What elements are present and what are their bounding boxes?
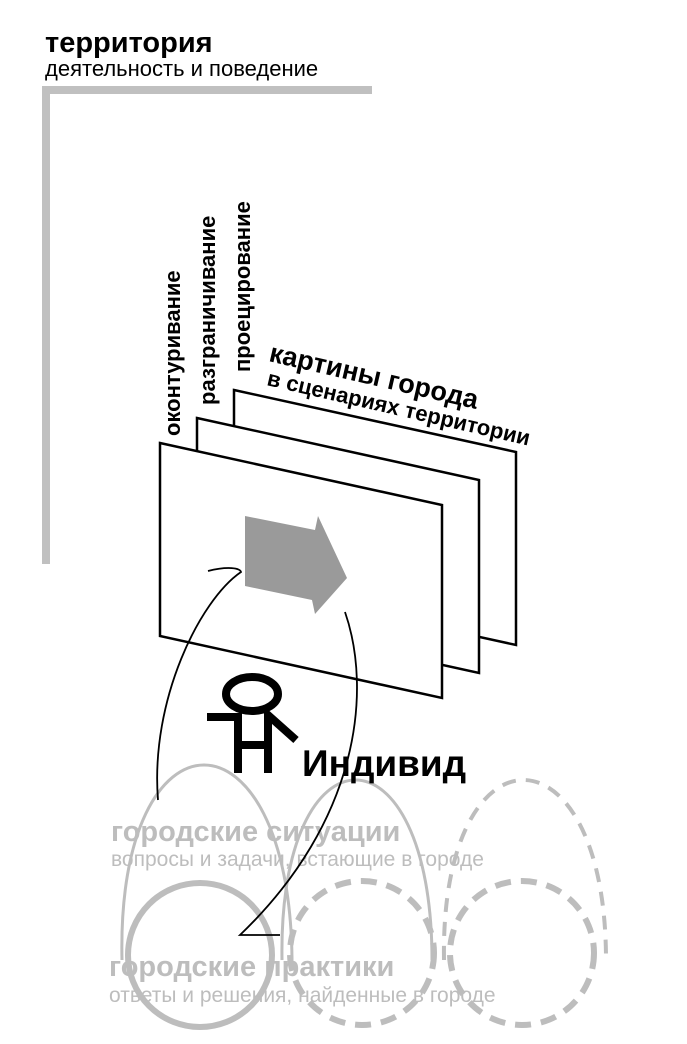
practice-circle-1 [125, 880, 275, 1030]
territory-title: территория [45, 27, 213, 59]
situations-subtitle: вопросы и задачи, встающие в городе [111, 848, 484, 871]
practice-circle-3 [447, 878, 597, 1028]
situations-title: городские ситуации [111, 816, 400, 848]
operation-contouring: оконтуривание [160, 270, 185, 436]
practice-circle-2 [287, 878, 437, 1028]
action-loop [237, 611, 358, 936]
territory-frame [42, 86, 372, 564]
operation-delimiting: разграничивание [195, 216, 220, 405]
individual-label: Индивид [302, 743, 466, 784]
situation-bubble-3 [441, 778, 608, 961]
situation-bubble-2 [280, 778, 434, 961]
practices-subtitle: ответы и решения, найденные в городе [109, 984, 496, 1007]
practices-title: городские практики [109, 951, 394, 983]
operation-projecting: проецирование [230, 201, 255, 372]
territory-subtitle: деятельность и поведение [45, 56, 318, 81]
projection-arrow [245, 516, 347, 614]
situation-bubble-1 [120, 763, 294, 961]
feedback-loop [156, 567, 243, 801]
individual-icon [207, 673, 299, 773]
